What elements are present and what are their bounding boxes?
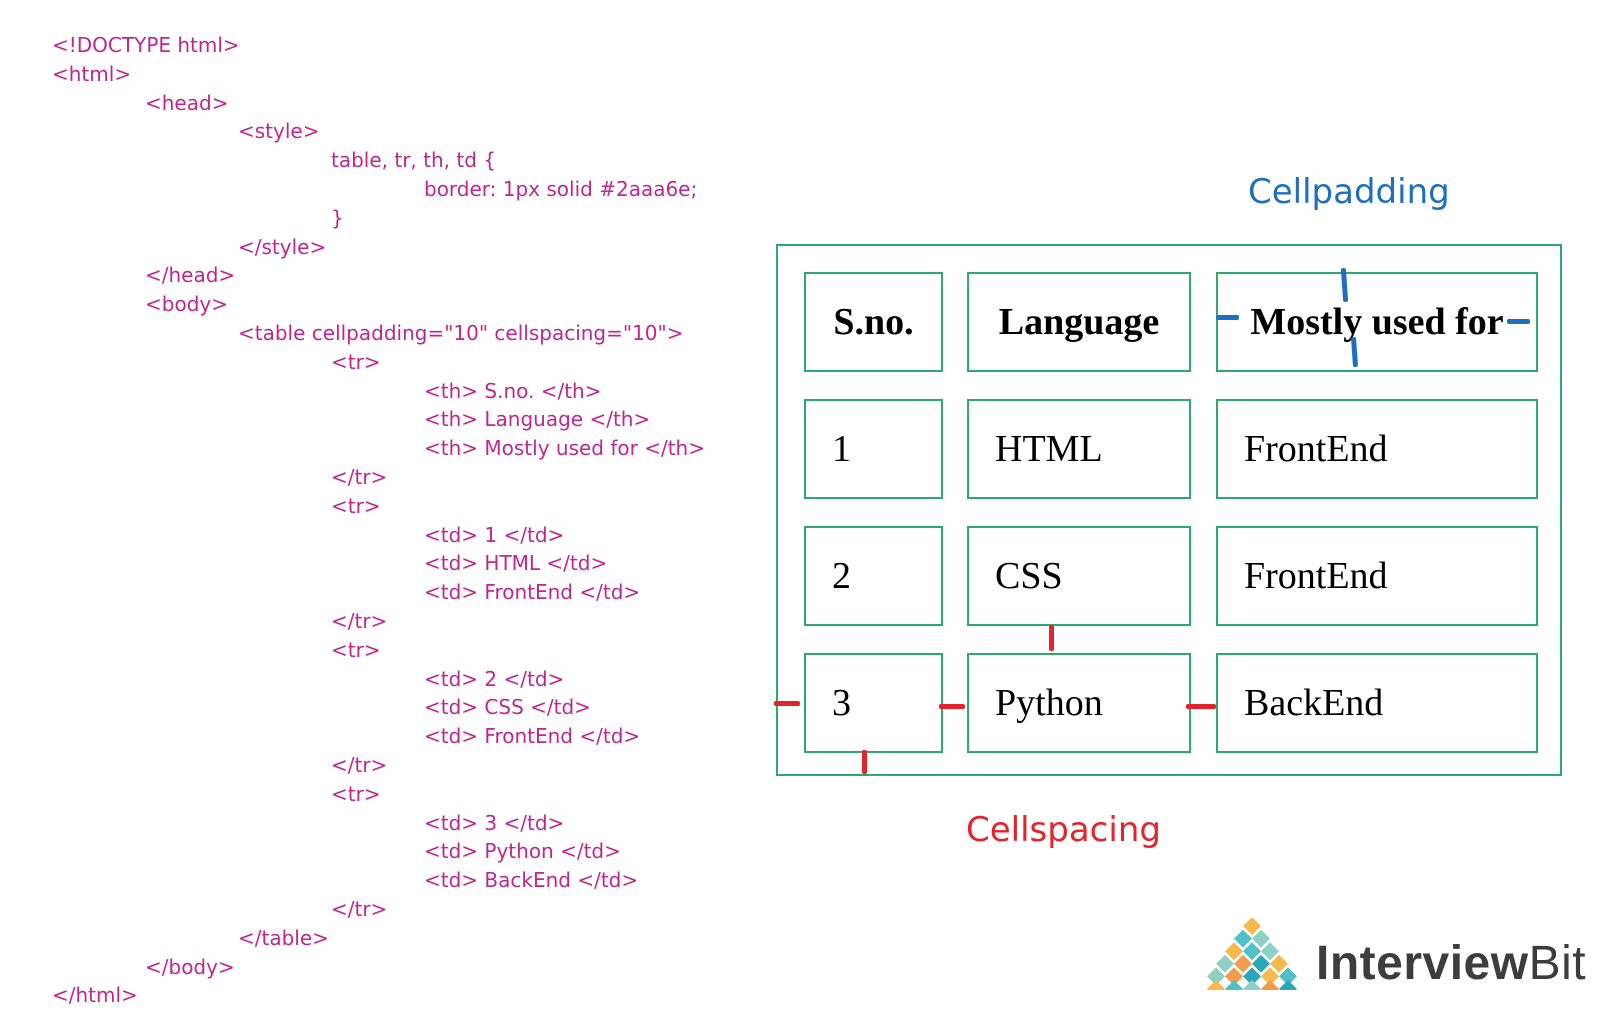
code-line: <tr> [331,349,381,374]
code-line: <style> [238,119,320,144]
table-cell-text: FrontEnd [1244,428,1388,470]
table-cell: CSS [967,526,1191,626]
table-cell: 2 [804,526,943,626]
interviewbit-logo-text: InterviewBit [1316,936,1586,991]
table-header-label: S.no. [833,301,914,343]
code-line: </tr> [331,897,388,921]
interviewbit-logo-icon [1207,918,1297,990]
logo-diamond [1225,942,1243,961]
code-line: </body> [145,954,235,979]
table-cell: HTML [967,399,1191,499]
code-line: <body> [145,292,228,317]
code-line: <!DOCTYPE html> [52,33,240,57]
code-line: </style> [238,234,327,259]
table-cell-text: Python [995,682,1103,724]
code-line: <html> [52,61,132,86]
table-header-label: Language [998,301,1160,343]
table-cell: Python [967,653,1191,753]
cellspacing-marker [1049,625,1054,651]
code-line: <td> CSS </td> [424,695,591,720]
logo-diamond [1261,967,1279,986]
code-line: </tr> [331,753,388,777]
code-line: <th> S.no. </th> [424,378,602,403]
cellspacing-marker [939,704,965,709]
table-cell: FrontEnd [1216,526,1538,626]
code-line: <td> Python </td> [424,839,621,864]
logo-diamond [1234,954,1252,973]
code-line: </table> [238,925,329,950]
code-line: <td> FrontEnd </td> [424,724,641,749]
logo-diamond [1216,954,1234,973]
code-line: <td> 2 </td> [424,666,565,691]
logo-diamond [1225,967,1243,986]
table-cell-text: 1 [832,428,851,470]
table-cell-text: BackEnd [1244,682,1384,724]
logo-diamond [1261,980,1279,990]
logo-diamond [1243,942,1261,961]
logo-text-part1: Interview [1316,937,1529,990]
code-line: <head> [145,90,229,115]
cellspacing-marker [862,750,867,774]
cellspacing-label: Cellspacing [966,810,1161,850]
table-cell-text: CSS [995,555,1063,597]
cellspacing-marker [1186,704,1216,709]
logo-diamond [1252,929,1270,948]
code-line: <td> 1 </td> [424,522,565,547]
code-line: <td> FrontEnd </td> [424,580,641,605]
code-line: </html> [52,983,138,1008]
logo-diamond [1207,980,1225,990]
cellpadding-label: Cellpadding [1248,172,1450,212]
table-header-language: Language [967,272,1191,372]
table-cell: BackEnd [1216,653,1538,753]
table-header-mostly-used-for: Mostly used for [1216,272,1538,372]
code-line: </tr> [331,465,388,489]
cellpadding-marker [1507,319,1530,324]
logo-diamond [1207,967,1225,986]
logo-diamond [1234,929,1252,948]
code-line: </tr> [331,609,388,633]
code-line: <td> HTML </td> [424,551,608,576]
code-line: <tr> [331,493,381,518]
code-line: <table cellpadding="10" cellspacing="10"… [238,321,684,345]
table-cell-text: FrontEnd [1244,555,1388,597]
demo-table-outer-border: S.no. Language Mostly used for 1 HTML Fr… [776,244,1562,776]
logo-diamond [1261,942,1279,961]
logo-diamond [1270,954,1288,973]
table-header-sno: S.no. [804,272,943,372]
logo-diamond [1243,967,1261,986]
code-line: border: 1px solid #2aaa6e; [424,177,698,201]
code-line: <tr> [331,637,381,662]
code-line: <th> Mostly used for </th> [424,436,705,461]
table-cell: 3 [804,653,943,753]
code-line: table, tr, th, td { [331,148,496,173]
table-cell-text: 3 [832,682,851,724]
code-line: <th> Language </th> [424,407,651,432]
table-header-label: Mostly used for [1250,301,1504,343]
logo-diamond [1279,967,1297,986]
logo-diamond [1252,954,1270,973]
table-cell-text: HTML [995,428,1103,470]
table-cell: FrontEnd [1216,399,1538,499]
code-line: <tr> [331,781,381,806]
code-line: <td> BackEnd </td> [424,868,639,893]
table-cell-text: 2 [832,555,851,597]
cellpadding-marker [1216,315,1239,320]
logo-diamond [1279,980,1297,990]
logo-text-part2: Bit [1528,937,1587,990]
logo-diamond [1225,980,1243,990]
logo-diamond [1243,918,1261,935]
logo-diamond [1243,980,1261,990]
code-line: </head> [145,263,236,288]
table-cell: 1 [804,399,943,499]
code-line: } [331,205,344,230]
code-line: <td> 3 </td> [424,810,565,835]
cellspacing-marker [774,701,800,706]
